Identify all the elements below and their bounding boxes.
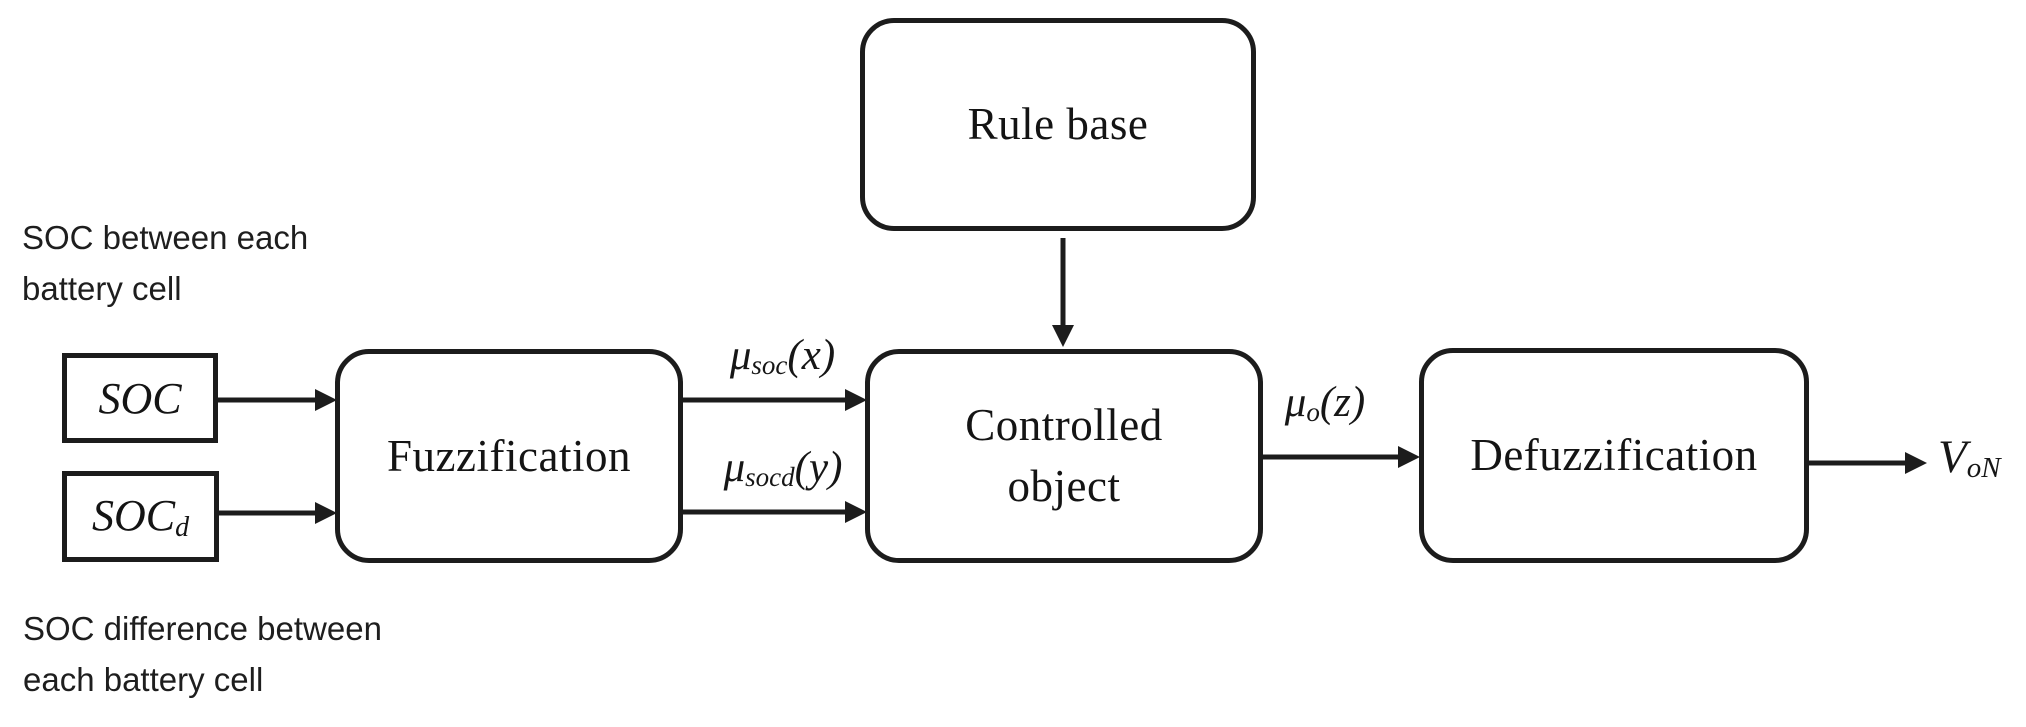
arrowhead-right-icon (845, 389, 867, 411)
annotation-soc-difference-line1: SOC difference between (23, 610, 382, 647)
arrowhead-right-icon (1398, 446, 1420, 468)
block-defuzzification: Defuzzification (1419, 348, 1809, 563)
input-box-socd-subscript: d (175, 511, 190, 543)
block-fuzzification-label: Fuzzification (387, 430, 631, 481)
arrowhead-right-icon (1905, 452, 1927, 474)
annotation-soc-difference-line2: each battery cell (23, 661, 264, 698)
arrow-shaft (215, 397, 321, 403)
arrow-soc-to-fuzzification (215, 388, 337, 412)
annotation-soc-between-line2: battery cell (22, 270, 182, 307)
arrow-defuzzification-to-output (1807, 451, 1927, 475)
block-controlled-object-line1: Controlled (965, 400, 1163, 451)
input-box-socd-label: SOCd (91, 490, 190, 543)
arrow-fuzzification-to-controlled-lower (681, 500, 867, 524)
signal-label-mu-soc-x: μsoc(x) (729, 332, 836, 380)
arrow-rule-base-to-controlled (1051, 238, 1075, 347)
output-label-von: VoN (1938, 431, 2001, 484)
annotation-soc-difference: SOC difference between each battery cell (23, 603, 382, 705)
signal-label-mu-socd-y: μsocd(y) (723, 444, 843, 492)
arrow-controlled-to-defuzzification (1260, 445, 1420, 469)
block-controlled-object-line2: object (1007, 461, 1121, 511)
annotation-soc-between-line1: SOC between each (22, 219, 309, 256)
arrow-socd-to-fuzzification (216, 501, 337, 525)
arrow-shaft (1060, 238, 1066, 331)
input-box-soc-label: SOC (98, 373, 182, 423)
arrowhead-right-icon (845, 501, 867, 523)
block-fuzzification: Fuzzification (335, 349, 683, 563)
input-box-socd: SOCd (62, 471, 219, 562)
arrow-shaft (681, 509, 851, 515)
arrowhead-right-icon (315, 389, 337, 411)
arrow-shaft (681, 397, 851, 403)
arrow-shaft (1260, 454, 1404, 460)
signal-label-mu-o-z: μo(z) (1284, 379, 1366, 427)
block-defuzzification-label: Defuzzification (1470, 430, 1758, 481)
arrowhead-down-icon (1052, 325, 1074, 347)
arrow-fuzzification-to-controlled-upper (681, 388, 867, 412)
block-controlled-object-label: Controlled object (965, 395, 1162, 517)
arrow-shaft (216, 510, 321, 516)
arrow-shaft (1807, 460, 1911, 466)
block-controlled-object: Controlled object (865, 349, 1263, 563)
block-rule-base: Rule base (860, 18, 1256, 231)
input-box-soc: SOC (62, 353, 218, 443)
arrowhead-right-icon (315, 502, 337, 524)
block-rule-base-label: Rule base (967, 99, 1149, 150)
annotation-soc-between: SOC between each battery cell (22, 212, 308, 314)
